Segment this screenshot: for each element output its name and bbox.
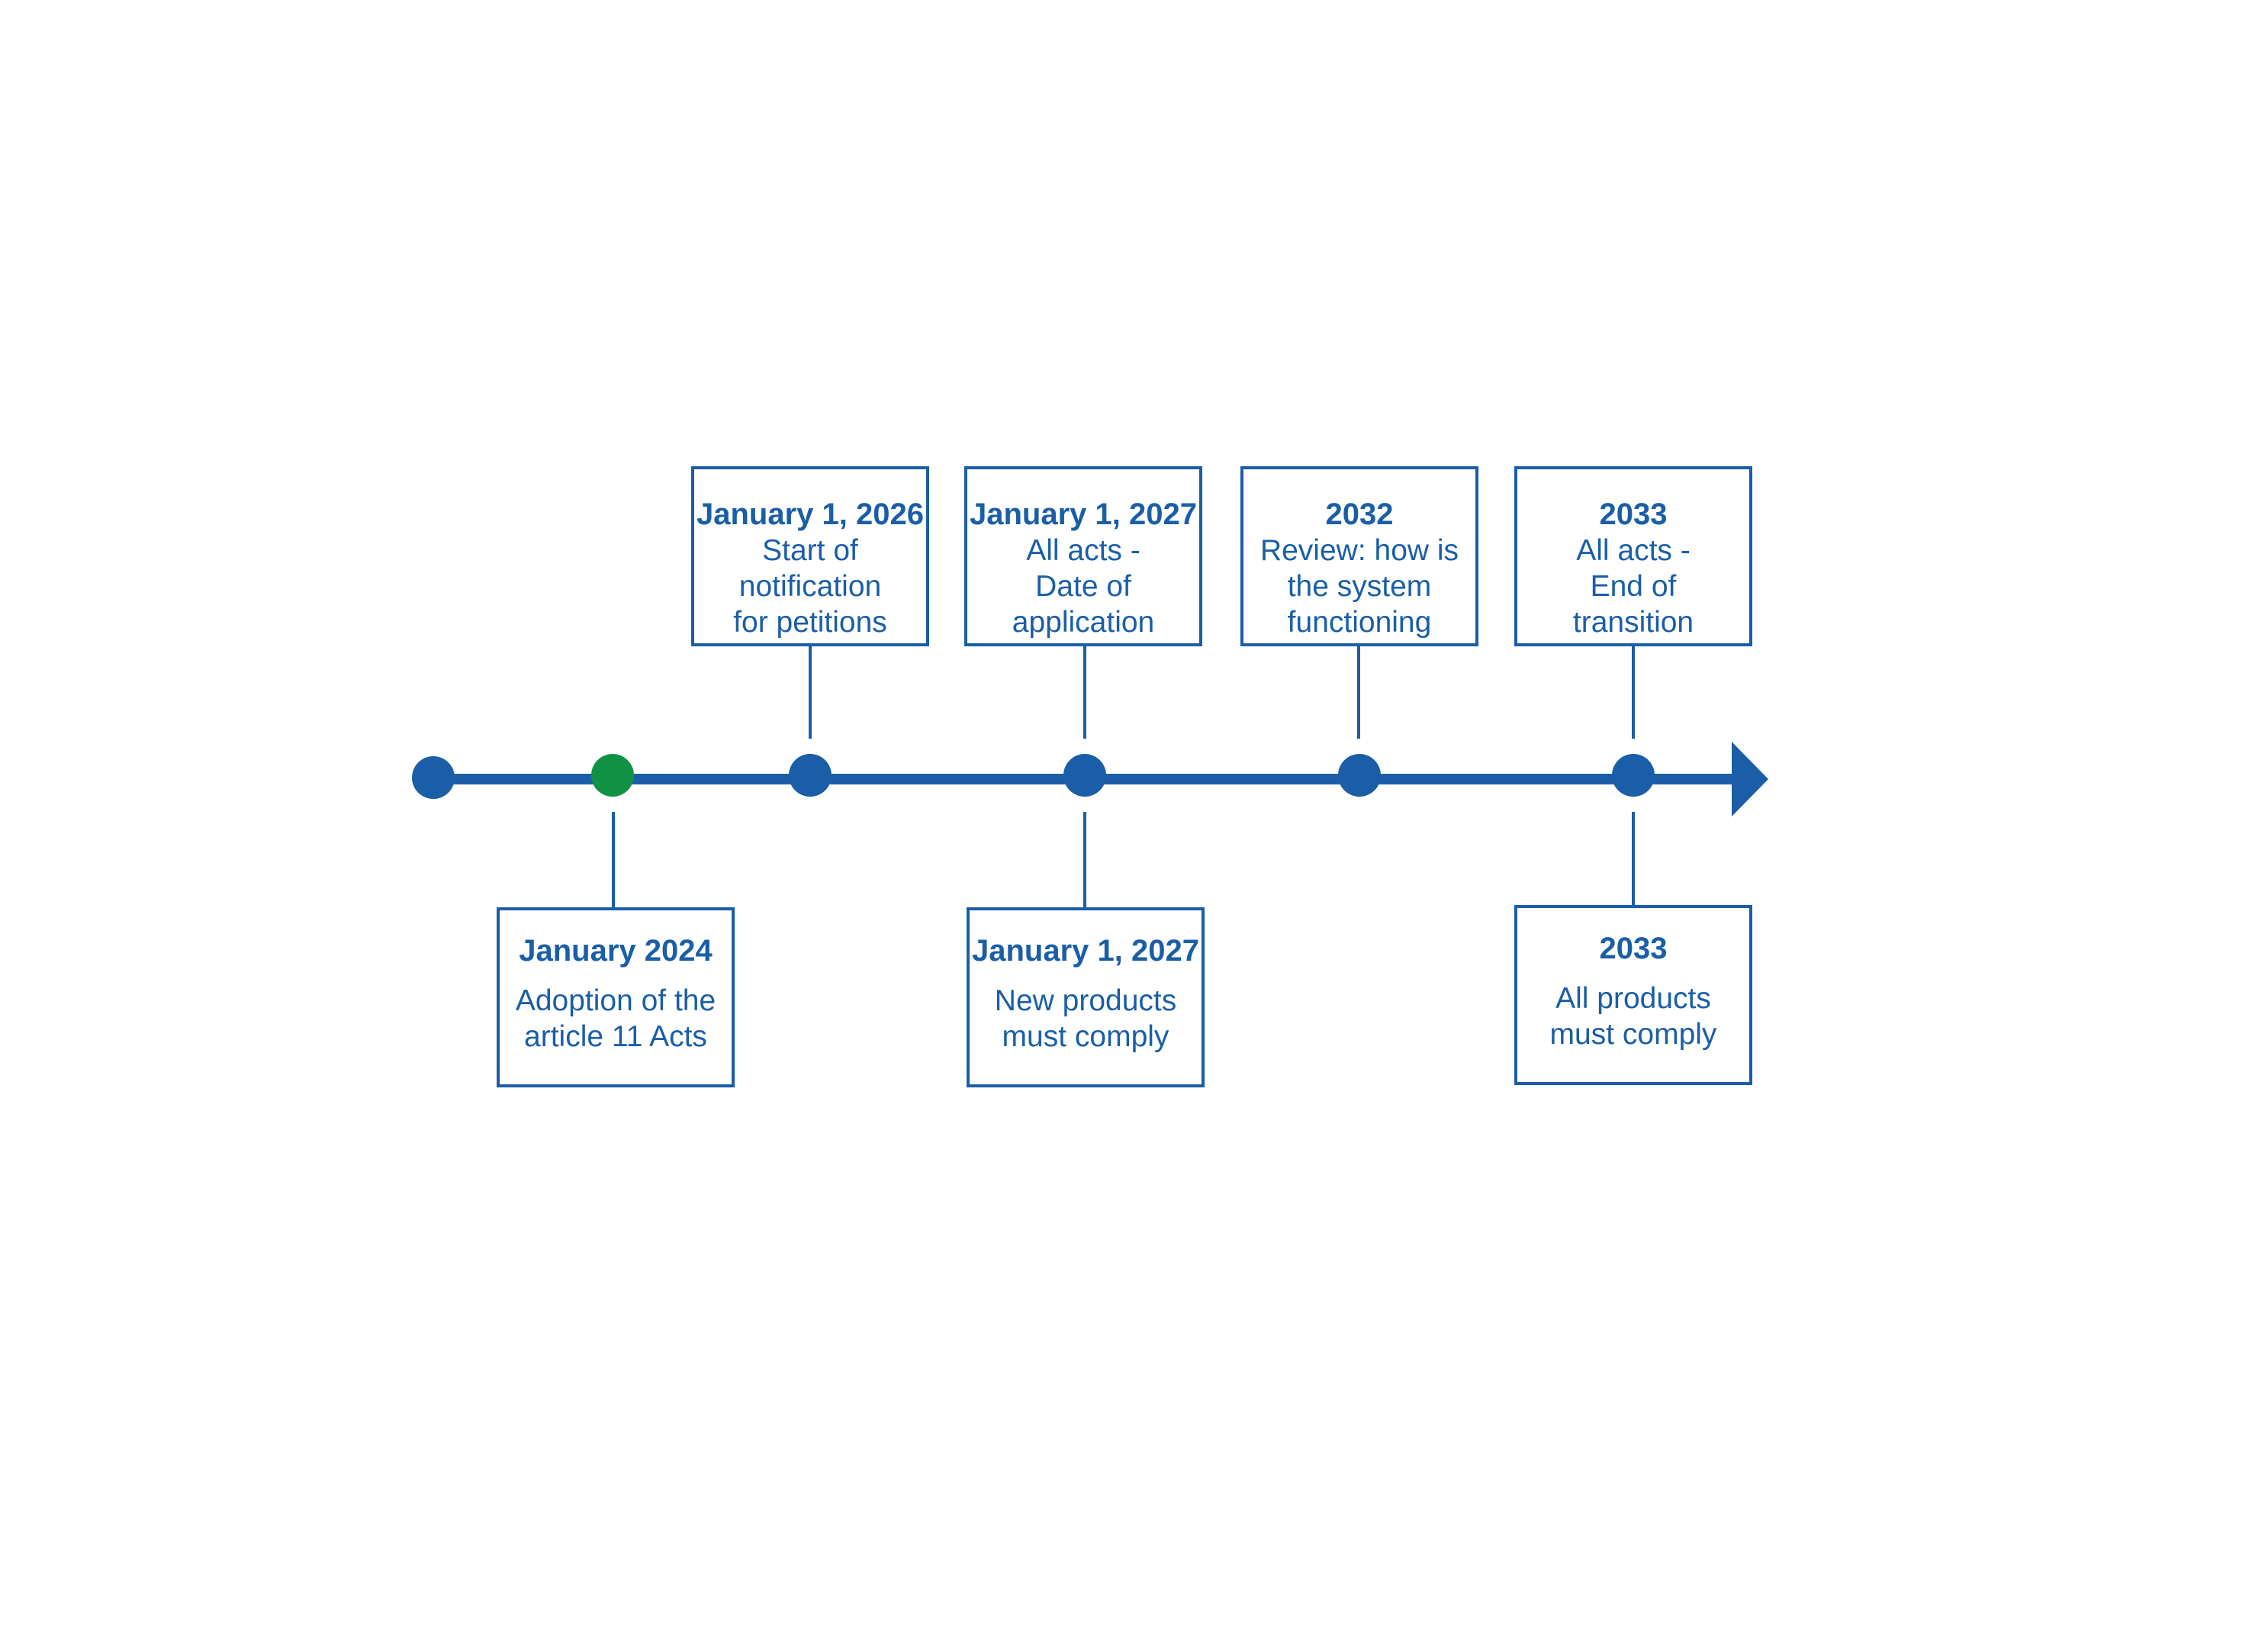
timeline-dot-start — [412, 756, 455, 799]
milestone-date: 2033 — [1599, 498, 1668, 531]
milestone-box-2033-products: 2033 All products must comply — [1514, 905, 1752, 1085]
milestone-box-jan2027-products: January 1, 2027 New products must comply — [967, 907, 1205, 1087]
milestone-date: January 2024 — [519, 934, 713, 968]
milestone-date: January 1, 2026 — [696, 498, 924, 531]
milestone-box-jan2027-acts: January 1, 2027 All acts - Date of appli… — [964, 466, 1202, 646]
milestone-box-jan2026: January 1, 2026 Start of notification fo… — [691, 466, 929, 646]
milestone-date: 2032 — [1325, 498, 1394, 531]
milestone-desc: Adoption of the article 11 Acts — [515, 984, 716, 1053]
timeline-dot-2032 — [1338, 754, 1381, 797]
milestone-desc: Review: how is the system functioning — [1259, 534, 1459, 639]
timeline-dot-2033 — [1612, 754, 1655, 797]
milestone-desc: New products must comply — [994, 984, 1177, 1053]
milestone-desc: All acts - End of transition — [1572, 534, 1694, 639]
milestone-box-2033-acts: 2033 All acts - End of transition — [1514, 466, 1752, 646]
timeline-arrowhead — [1732, 742, 1768, 816]
milestone-desc: All acts - Date of application — [1012, 534, 1155, 639]
milestone-date: 2033 — [1599, 932, 1668, 965]
milestone-box-2032: 2032 Review: how is the system functioni… — [1240, 466, 1478, 646]
milestone-date: January 1, 2027 — [970, 498, 1197, 531]
timeline-dot-jan2026 — [789, 754, 832, 797]
milestone-date: January 1, 2027 — [972, 934, 1199, 968]
timeline-dot-jan2027 — [1063, 754, 1106, 797]
milestone-desc: Start of notification for petitions — [733, 534, 887, 639]
milestone-desc: All products must comply — [1549, 982, 1717, 1051]
milestone-box-jan2024: January 2024 Adoption of the article 11 … — [497, 907, 735, 1087]
timeline-dot-jan2024 — [591, 754, 634, 797]
